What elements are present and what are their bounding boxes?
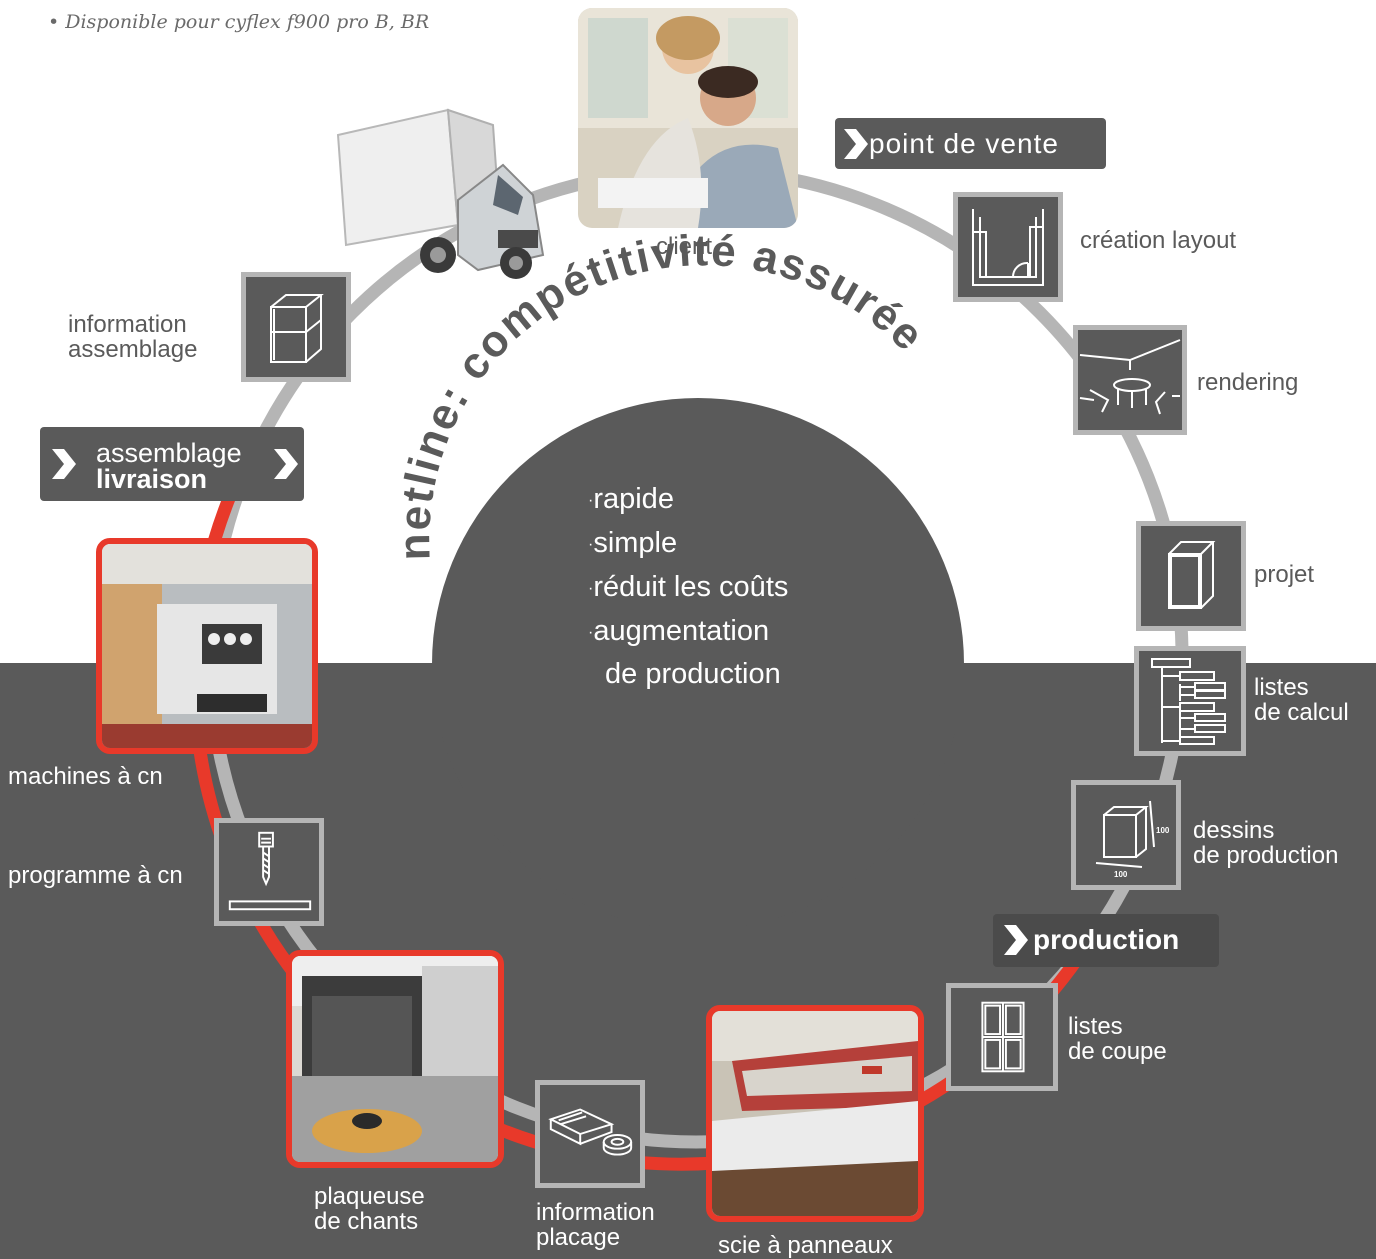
section-tag-point-de-vente: point de vente (835, 118, 1106, 169)
rendering-icon (1073, 325, 1187, 435)
plaqueuse-chants-photo (286, 950, 504, 1168)
benefit-list: ·rapide ·simple ·réduit les coûts ·augme… (588, 478, 848, 696)
delivery-truck-icon (336, 108, 545, 279)
creation-layout-icon (953, 192, 1063, 302)
chevron-right-icon (52, 449, 76, 479)
machines-cn-photo (96, 538, 318, 754)
client-photo (578, 8, 798, 228)
chevron-right-icon (844, 129, 868, 159)
dimension-label-horizontal: 100 (1114, 870, 1128, 879)
section-tag-assemblage-livraison: assemblage livraison (40, 427, 304, 501)
scie-panneaux-photo (706, 1005, 924, 1222)
scie-panneaux-label: scie à panneaux (718, 1232, 893, 1259)
benefit-item: ·réduit les coûts (588, 570, 789, 603)
programme-cn-label: programme à cn (8, 862, 183, 889)
section-tag-production: production (993, 914, 1219, 967)
rendering-label: rendering (1197, 369, 1299, 396)
center-circle (432, 398, 964, 930)
chevron-right-icon (274, 449, 298, 479)
benefit-item: de production (605, 658, 781, 691)
projet-label: projet (1254, 561, 1315, 588)
benefit-item: ·simple (588, 526, 678, 559)
benefit-item: ·rapide (588, 483, 674, 515)
listes-calcul-icon (1134, 646, 1246, 756)
listes-coupe-icon (946, 983, 1058, 1091)
machines-cn-label: machines à cn (8, 763, 163, 790)
programme-cn-icon (214, 818, 324, 926)
creation-layout-label: création layout (1080, 227, 1237, 254)
information-assemblage-icon (241, 272, 351, 382)
footnote: • Disponible pour cyflex f900 pro B, BR (48, 11, 430, 33)
client-label: client (656, 233, 713, 260)
dessins-production-icon: 100 100 (1071, 780, 1181, 890)
information-placage-icon (535, 1080, 645, 1188)
chevron-right-icon (1004, 925, 1028, 955)
dimension-label-vertical: 100 (1156, 826, 1170, 835)
projet-icon (1136, 521, 1246, 631)
benefit-item: ·augmentation (588, 614, 770, 647)
